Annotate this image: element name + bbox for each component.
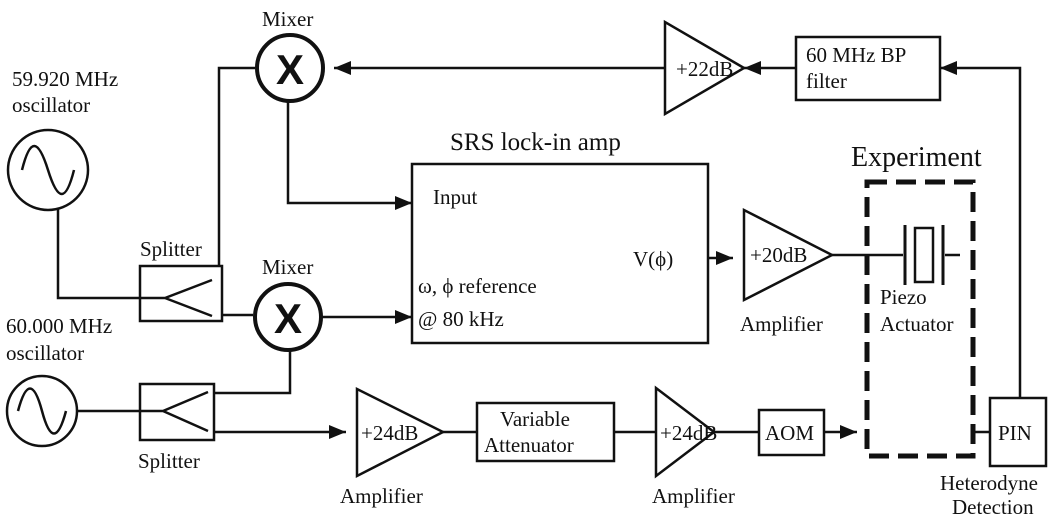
- heterodyne-caption-1: Heterodyne: [940, 471, 1038, 495]
- mixer-x-icon: X: [276, 46, 304, 93]
- aom: AOM: [757, 408, 826, 457]
- splitter-icon: [140, 390, 209, 433]
- aom-label: AOM: [765, 421, 814, 445]
- attenuator-line-1: Variable: [500, 407, 570, 431]
- aom-box: [757, 408, 826, 457]
- bp-filter: 60 MHz BP filter: [794, 35, 942, 102]
- wire-mixer1-to-lockin-input: [286, 100, 412, 205]
- lockin-title: SRS lock-in amp: [450, 129, 621, 156]
- drive-amplifier: +20dB Amplifier: [740, 207, 835, 336]
- splitter-bottom-label: Splitter: [138, 449, 200, 473]
- amplifier-1: +24dB Amplifier: [340, 386, 446, 508]
- oscillator-bottom-label-2: oscillator: [6, 341, 84, 365]
- bp-filter-box: [794, 35, 942, 102]
- arrow-into-lockin-ref: [395, 310, 412, 324]
- feedback-amplifier: +22dB: [663, 19, 747, 117]
- arrow-into-amp22: [744, 61, 761, 75]
- piezo-crystal: [913, 226, 935, 284]
- oscillator-bottom: 60.000 MHz oscillator: [5, 314, 112, 448]
- mixer-bottom-label: Mixer: [262, 255, 313, 279]
- splitter-top-label: Splitter: [140, 237, 202, 261]
- arrow-into-lockin-input: [395, 196, 412, 210]
- oscillator-top: 59.920 MHz oscillator: [6, 67, 118, 212]
- wire-splitter1-to-mixer1: [217, 66, 255, 279]
- experiment-title: Experiment: [851, 142, 982, 173]
- lockin-reference-line-1: ω, ϕ reference: [418, 274, 537, 298]
- splitter-top: Splitter: [138, 237, 224, 323]
- experiment: Experiment Piezo Actuator: [851, 142, 982, 459]
- amp2-gain: +24dB: [660, 421, 717, 445]
- lockin-output-label: V(ϕ): [633, 247, 673, 271]
- mixer-top-circle: [255, 33, 325, 103]
- amp-20db-triangle: [742, 207, 835, 303]
- amplifier-2: +24dB Amplifier: [652, 385, 735, 508]
- attenuator-line-2: Attenuator: [484, 433, 574, 457]
- attenuator-box: [475, 401, 616, 463]
- splitter-bottom: Splitter: [138, 382, 216, 473]
- lockin-amp: SRS lock-in amp Input V(ϕ) ω, ϕ referenc…: [410, 129, 710, 345]
- amp-22db-gain: +22dB: [676, 57, 733, 81]
- arrow-into-driveamp: [716, 251, 733, 265]
- oscillator-bottom-label-1: 60.000 MHz: [6, 314, 112, 338]
- pin-box: [988, 396, 1048, 468]
- arrow-into-experiment: [840, 425, 857, 439]
- experiment-dashed-box: [864, 179, 976, 459]
- arrowheads: [329, 61, 957, 439]
- heterodyne-caption-2: Detection: [952, 495, 1034, 517]
- mixer-bottom: Mixer X: [253, 255, 323, 352]
- lockin-input-label: Input: [433, 185, 477, 209]
- wire-pin-to-filter: [940, 66, 1022, 398]
- amp1-caption: Amplifier: [340, 484, 423, 508]
- amp2-triangle: [654, 385, 717, 479]
- mixer-top-label: Mixer: [262, 7, 313, 31]
- mixer-bottom-circle: [253, 282, 323, 352]
- bp-filter-line-1: 60 MHz BP: [806, 43, 906, 67]
- amp-20db-caption: Amplifier: [740, 312, 823, 336]
- amp1-triangle: [355, 386, 446, 479]
- amp-20db-gain: +20dB: [750, 243, 807, 267]
- mixer-x-icon: X: [274, 295, 302, 342]
- arrow-into-filter: [940, 61, 957, 75]
- oscillator-top-label-2: oscillator: [12, 93, 90, 117]
- splitter-icon: [140, 278, 213, 318]
- piezo-label-2: Actuator: [880, 312, 953, 336]
- pin-detector: PIN Heterodyne Detection: [940, 396, 1048, 517]
- wire-splitter2-to-mixer2: [214, 349, 292, 395]
- sine-wave-icon: [16, 387, 68, 435]
- lockin-box: [410, 162, 710, 345]
- amp-22db-triangle: [663, 19, 747, 117]
- sine-wave-icon: [20, 145, 76, 195]
- wire-osc1-to-splitter1: [56, 200, 140, 300]
- oscillator-top-label-1: 59.920 MHz: [12, 67, 118, 91]
- arrow-into-amp1: [329, 425, 346, 439]
- bp-filter-line-2: filter: [806, 69, 847, 93]
- variable-attenuator: Variable Attenuator: [475, 401, 616, 463]
- splitter-top-box: [138, 264, 224, 323]
- lockin-reference-line-2: @ 80 kHz: [418, 307, 504, 331]
- arrow-into-mixer1: [334, 61, 351, 75]
- amp2-caption: Amplifier: [652, 484, 735, 508]
- mixer-top: Mixer X: [255, 7, 325, 103]
- amp1-gain: +24dB: [361, 421, 418, 445]
- pin-label: PIN: [998, 421, 1032, 445]
- piezo-label-1: Piezo: [880, 285, 927, 309]
